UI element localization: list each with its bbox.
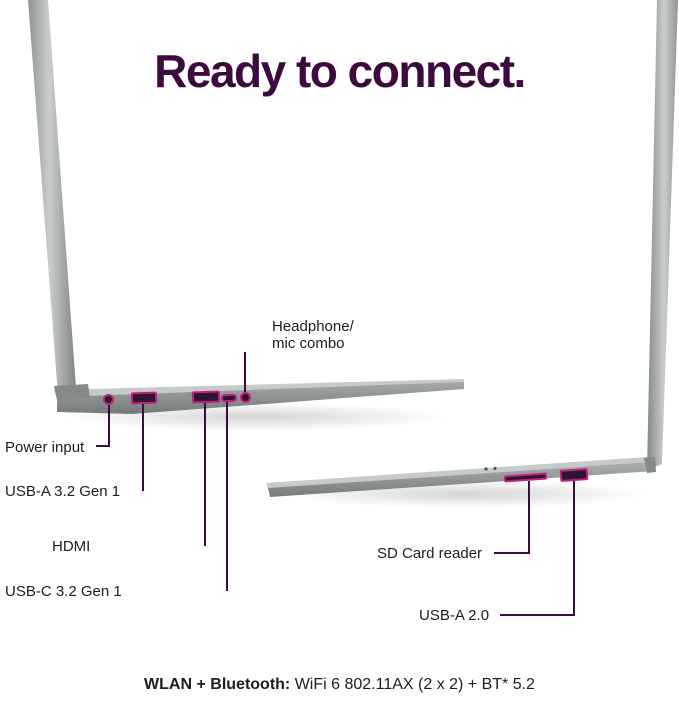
wireless-spec: WLAN + Bluetooth: WiFi 6 802.11AX (2 x 2… — [0, 676, 679, 694]
hdmi-label: HDMI — [52, 538, 91, 555]
power-callout-line-v — [108, 404, 110, 447]
laptop-left-screen-edge — [28, 0, 76, 396]
laptop-left-illustration — [28, 0, 464, 414]
power-label: Power input — [5, 439, 85, 456]
usb-a-3-2-port — [130, 391, 158, 405]
sd-callout-line-h — [494, 552, 530, 554]
laptop-right-illustration — [266, 0, 678, 497]
headphone-label: Headphone/ mic combo — [272, 318, 354, 352]
headphone-label-line2: mic combo — [272, 335, 345, 352]
laptop-right-hinge — [644, 457, 656, 473]
usb-a-2-0-callout-line-v — [573, 481, 575, 616]
page-title: Ready to connect. — [154, 45, 526, 97]
laptop-right-deck-edge — [266, 457, 651, 489]
usb-a-3-2-callout-line — [142, 403, 144, 491]
mic-hole-icon — [484, 467, 488, 471]
laptop-right-screen-edge — [647, 0, 678, 470]
hdmi-callout-line — [204, 403, 206, 546]
laptop-right-base-side — [268, 462, 655, 497]
headphone-label-line1: Headphone/ — [272, 318, 354, 335]
mic-hole-icon — [493, 466, 497, 470]
headphone-callout-line — [244, 352, 246, 392]
usb-a-3-2-label: USB-A 3.2 Gen 1 — [5, 483, 121, 500]
usb-c-port — [220, 393, 238, 403]
laptop-left-base-side — [57, 382, 464, 414]
wireless-spec-heading: WLAN + Bluetooth: — [144, 676, 291, 693]
usb-c-label: USB-C 3.2 Gen 1 — [5, 583, 122, 600]
wireless-spec-value: WiFi 6 802.11AX (2 x 2) + BT* 5.2 — [294, 676, 535, 693]
hdmi-port — [191, 390, 221, 404]
usb-a-2-0-port — [559, 468, 589, 482]
usb-a-2-0-label: USB-A 2.0 — [419, 607, 490, 624]
power-callout-line-h — [96, 445, 110, 447]
sd-card-label: SD Card reader — [377, 545, 483, 562]
sd-callout-line-v — [528, 481, 530, 554]
usb-a-2-0-callout-line-h — [500, 614, 575, 616]
usb-c-callout-line — [226, 402, 228, 591]
laptop-left-hinge — [54, 384, 90, 400]
